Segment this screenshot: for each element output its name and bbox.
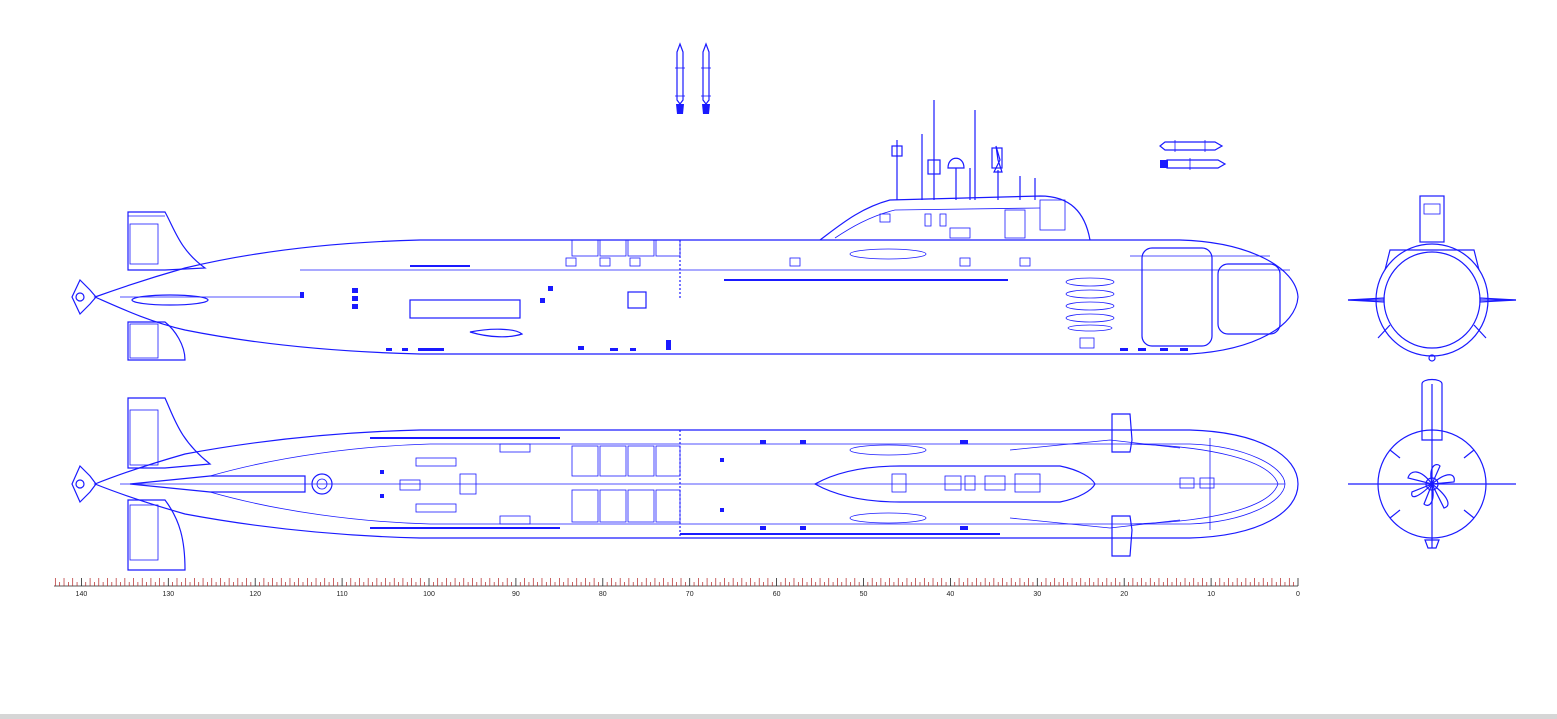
missile-vertical-2 (701, 42, 711, 114)
side-view (71, 100, 1299, 361)
side-missile-hatches (571, 239, 681, 257)
top-propeller (71, 464, 97, 504)
side-sail-details (849, 199, 1066, 260)
torpedo-horizontal-1 (1159, 140, 1224, 152)
side-fittings (300, 257, 1188, 351)
ruler-label-80: 80 (599, 591, 607, 598)
ruler-label-140: 140 (76, 591, 88, 598)
side-stern-fins (127, 211, 207, 361)
bottom-scroll-bar[interactable] (0, 714, 1557, 719)
ruler-label-60: 60 (773, 591, 781, 598)
missile-vertical-1 (675, 42, 685, 114)
ruler-label-70: 70 (686, 591, 694, 598)
ruler-label-0: 0 (1296, 591, 1300, 598)
top-view (71, 397, 1299, 571)
ruler-label-20: 20 (1120, 591, 1128, 598)
ruler-labels: 140 130 120 110 100 90 80 70 60 50 40 30… (76, 591, 1300, 598)
top-sail (813, 465, 1096, 503)
ruler-label-130: 130 (162, 591, 174, 598)
ruler-label-10: 10 (1207, 591, 1215, 598)
horizontal-torpedoes (1159, 140, 1227, 170)
side-propeller (71, 278, 97, 316)
side-bow-details (1065, 247, 1281, 347)
torpedo-horizontal-2 (1160, 158, 1227, 170)
ruler-label-50: 50 (860, 591, 868, 598)
vertical-missiles (675, 42, 711, 114)
front-view-section (1347, 195, 1517, 362)
ruler-label-100: 100 (423, 591, 435, 598)
ruler-label-30: 30 (1033, 591, 1041, 598)
ruler-label-110: 110 (337, 591, 348, 598)
top-missile-hatches (571, 445, 681, 523)
top-hull-outline (93, 429, 1299, 539)
ruler-label-90: 90 (512, 591, 520, 598)
rear-view (1348, 378, 1516, 549)
ruler-label-120: 120 (249, 591, 261, 598)
top-fittings (380, 440, 1215, 530)
ruler-ticks (54, 578, 1299, 586)
top-stern-fins (127, 397, 212, 571)
ruler-label-40: 40 (947, 591, 955, 598)
side-masts (891, 100, 1036, 200)
side-sail (819, 195, 1091, 241)
rear-propeller (1407, 464, 1455, 509)
scale-ruler: 140 130 120 110 100 90 80 70 60 50 40 30… (54, 578, 1300, 598)
side-hull-outline (93, 239, 1299, 355)
